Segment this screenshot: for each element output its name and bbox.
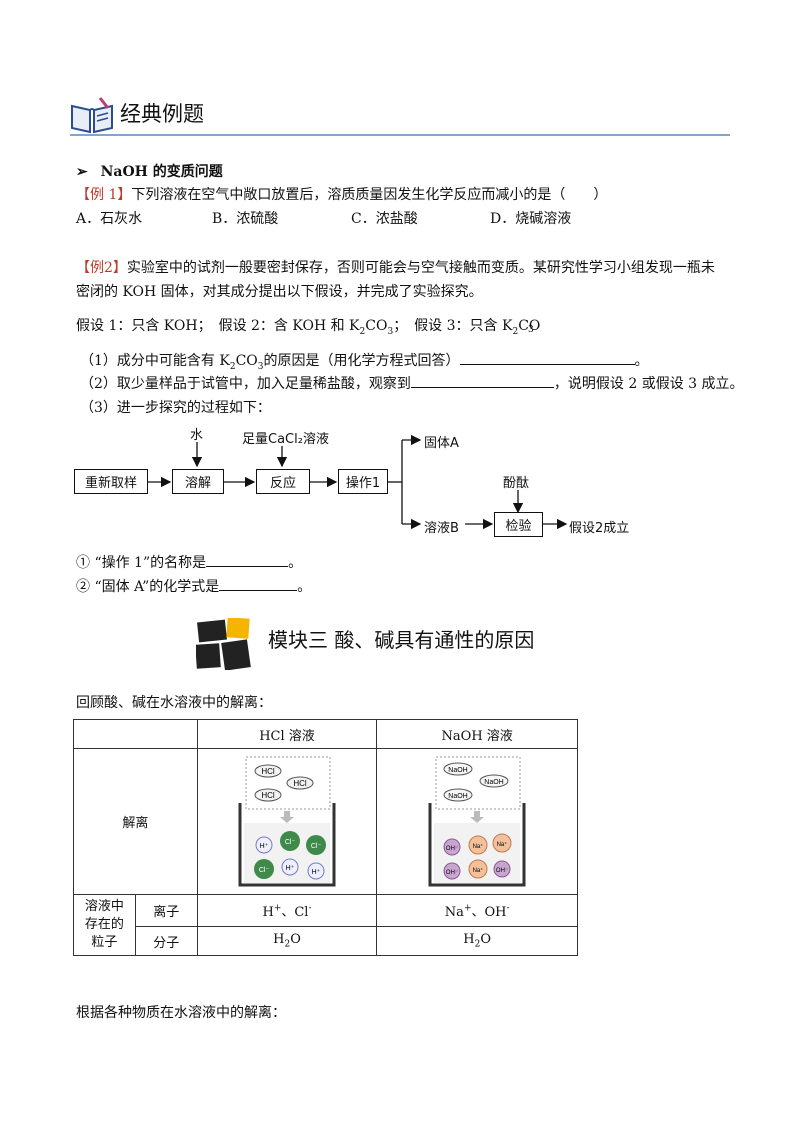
table-header-naoh: NaOH 溶液 bbox=[376, 719, 578, 749]
question-2: （2）取少量样品于试管中，加入足量稀盐酸，观察到，说明假设 2 或假设 3 成立… bbox=[80, 374, 744, 392]
hcl-beaker-illustration: HCl HCl HCl H⁺ Cl⁻ Cl⁻ Cl⁻ H⁺ H⁺ bbox=[238, 756, 336, 886]
table-row-particles: 溶液中存在的粒子 bbox=[73, 894, 136, 956]
hcl-ion-cl-2: Cl⁻ bbox=[311, 843, 322, 850]
flow-react-box: 反应 bbox=[256, 469, 310, 494]
flow-solid-a-label: 固体A bbox=[424, 436, 459, 451]
naoh-ions-cell: Na+、OH- bbox=[376, 894, 578, 927]
naoh-ion-na-1: Na⁺ bbox=[473, 843, 484, 850]
example-1-option-c: C．浓盐酸 bbox=[351, 211, 418, 227]
hcl-ion-h-2: H⁺ bbox=[286, 865, 295, 872]
table-row-ions: 离子 bbox=[134, 894, 198, 927]
module-title: 模块三 酸、碱具有通性的原因 bbox=[268, 628, 535, 652]
naoh-molecule-3: NaOH bbox=[448, 793, 467, 800]
example-1-tag: 【例 1】 bbox=[76, 187, 132, 203]
hcl-ions-cell: H+、Cl- bbox=[196, 894, 378, 927]
answer-blank-4[interactable] bbox=[219, 577, 298, 591]
table-row-dissociation: 解离 bbox=[73, 748, 198, 895]
hypothesis-subscript: 3 bbox=[528, 325, 534, 335]
flow-solution-b-label: 溶液B bbox=[424, 521, 459, 536]
naoh-molecules-cell: H2O bbox=[376, 926, 578, 956]
flow-op1-box: 操作1 bbox=[338, 469, 388, 494]
flow-water-label: 水 bbox=[190, 428, 204, 443]
naoh-ion-oh-3: OH⁻ bbox=[496, 868, 508, 874]
footer-text: 根据各种物质在水溶液中的解离： bbox=[76, 1005, 286, 1021]
hcl-molecule-3: HCl bbox=[261, 791, 275, 800]
hcl-molecule-2: HCl bbox=[293, 779, 307, 788]
hcl-ion-h-3: H⁺ bbox=[312, 869, 321, 876]
example-2-line-2: 密闭的 KOH 固体，对其成分提出以下假设，并完成了实验探究。 bbox=[76, 284, 483, 300]
answer-blank-1[interactable] bbox=[459, 351, 635, 365]
naoh-molecule-1: NaOH bbox=[448, 767, 467, 774]
question-3: （3）进一步探究的过程如下： bbox=[80, 400, 271, 416]
topic-heading: ➢ NaOH 的变质问题 bbox=[76, 162, 223, 182]
table-header-hcl: HCl 溶液 bbox=[196, 719, 378, 749]
review-text: 回顾酸、碱在水溶液中的解离： bbox=[76, 695, 272, 711]
answer-blank-3[interactable] bbox=[206, 553, 289, 567]
hcl-ion-h-1: H⁺ bbox=[260, 843, 269, 850]
flow-phenol-label: 酚酞 bbox=[503, 476, 530, 491]
example-2-line-1: 【例2】实验室中的试剂一般要密封保存，否则可能会与空气接触而变质。某研究性学习小… bbox=[76, 260, 715, 276]
example-1-option-a: A．石灰水 bbox=[76, 211, 143, 227]
naoh-molecule-2: NaOH bbox=[484, 779, 503, 786]
hcl-molecule-1: HCl bbox=[261, 767, 275, 776]
hcl-beaker-cell: HCl HCl HCl H⁺ Cl⁻ Cl⁻ Cl⁻ H⁺ H⁺ bbox=[196, 748, 378, 895]
example-1-question: 【例 1】下列溶液在空气中敞口放置后，溶质质量因发生化学反应而减小的是（ ） bbox=[76, 187, 608, 203]
book-icon bbox=[71, 97, 113, 134]
flowchart-arrows bbox=[148, 434, 568, 530]
table-corner-cell bbox=[73, 719, 198, 749]
answer-blank-2[interactable] bbox=[410, 374, 554, 388]
hcl-molecules-cell: H2O bbox=[196, 926, 378, 956]
naoh-beaker-cell: NaOH NaOH NaOH OH⁻ Na⁺ Na⁺ OH⁻ Na⁺ OH bbox=[376, 748, 578, 895]
sub-question-1: ① “操作 1”的名称是。 bbox=[76, 553, 303, 571]
topic-title: NaOH 的变质问题 bbox=[100, 164, 223, 180]
dissociation-table: HCl 溶液 NaOH 溶液 解离 HCl HCl HCl H⁺ Cl⁻ bbox=[73, 719, 578, 956]
topic-marker: ➢ bbox=[76, 164, 88, 180]
flow-result-label: 假设2成立 bbox=[569, 521, 630, 536]
example-2-tag: 【例2】 bbox=[76, 260, 127, 276]
example-1-option-d: D．烧碱溶液 bbox=[490, 211, 572, 227]
hypotheses: 假设 1：只含 KOH； 假设 2：含 KOH 和 K2CO3； 假设 3：只含… bbox=[76, 318, 541, 337]
table-row-molecules: 分子 bbox=[134, 926, 198, 956]
sub-question-2: ② “固体 A”的化学式是。 bbox=[76, 577, 312, 595]
hcl-ion-cl-1: Cl⁻ bbox=[285, 839, 296, 846]
naoh-ion-oh-1: OH⁻ bbox=[446, 846, 458, 852]
naoh-beaker-illustration: NaOH NaOH NaOH OH⁻ Na⁺ Na⁺ OH⁻ Na⁺ OH bbox=[428, 756, 526, 886]
naoh-ion-oh-2: OH⁻ bbox=[446, 870, 458, 876]
flow-sample-box: 重新取样 bbox=[74, 469, 148, 494]
section-divider bbox=[70, 134, 730, 136]
hcl-ion-cl-3: Cl⁻ bbox=[259, 867, 270, 874]
naoh-ion-na-3: Na⁺ bbox=[473, 867, 484, 874]
section-title: 经典例题 bbox=[120, 102, 204, 126]
example-1-option-b: B．浓硫酸 bbox=[212, 211, 279, 227]
flow-reagent-label: 足量CaCl₂溶液 bbox=[242, 432, 329, 447]
naoh-ion-na-2: Na⁺ bbox=[497, 841, 508, 848]
flow-dissolve-box: 溶解 bbox=[172, 469, 224, 494]
flow-test-box: 检验 bbox=[494, 512, 543, 537]
module-icon bbox=[196, 618, 251, 670]
question-1: （1）成分中可能含有 K2CO3的原因是（用化学方程式回答）。 bbox=[80, 351, 649, 372]
